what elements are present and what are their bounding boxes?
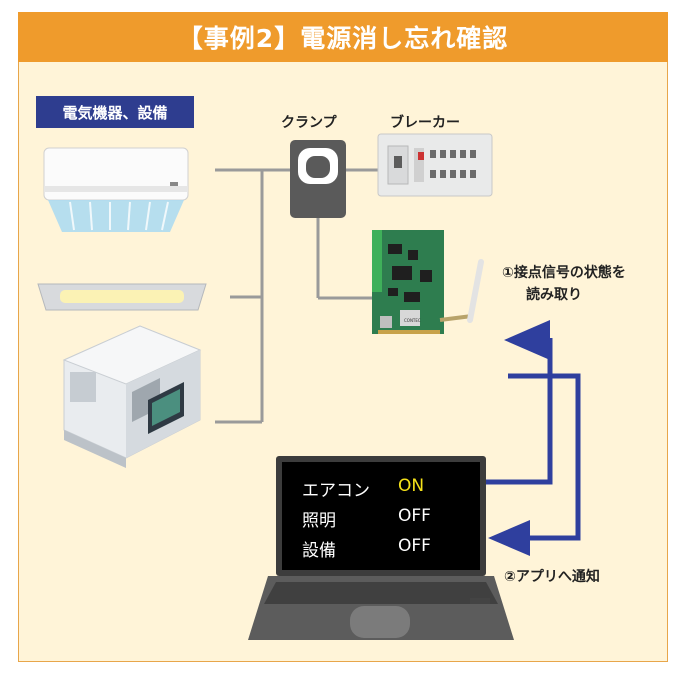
page-title: 【事例2】電源消し忘れ確認 <box>177 24 509 53</box>
device-state-lighting: OFF <box>398 506 431 526</box>
clamp-label: クランプ <box>281 115 337 131</box>
ceiling-light-icon <box>37 283 207 311</box>
air-conditioner-icon <box>43 147 189 232</box>
data-flow-arrows <box>478 320 581 556</box>
equipment-label: 電気機器、設備 <box>36 96 194 128</box>
clamp-icon <box>290 140 346 218</box>
board-marking: CONTEC <box>404 318 421 323</box>
device-name-equipment: 設備 <box>302 541 336 561</box>
device-name-lighting: 照明 <box>302 511 336 531</box>
step1-label-line2: 読み取り <box>526 287 582 303</box>
step1-label-line1: ①接点信号の状態を <box>502 265 626 281</box>
device-name-aircon: エアコン <box>302 481 370 501</box>
wiring <box>215 168 378 424</box>
device-state-aircon: ON <box>398 476 425 496</box>
breaker-panel-icon <box>377 133 493 197</box>
title-bar: 【事例2】電源消し忘れ確認 <box>18 12 668 62</box>
antenna-icon <box>439 259 484 323</box>
laptop-icon <box>248 456 514 640</box>
step2-label: ②アプリへ通知 <box>504 569 600 585</box>
device-state-equipment: OFF <box>398 536 431 556</box>
machine-tool-icon <box>62 325 202 468</box>
breaker-label: ブレーカー <box>390 115 460 131</box>
controller-board-icon: CONTEC <box>372 230 444 334</box>
